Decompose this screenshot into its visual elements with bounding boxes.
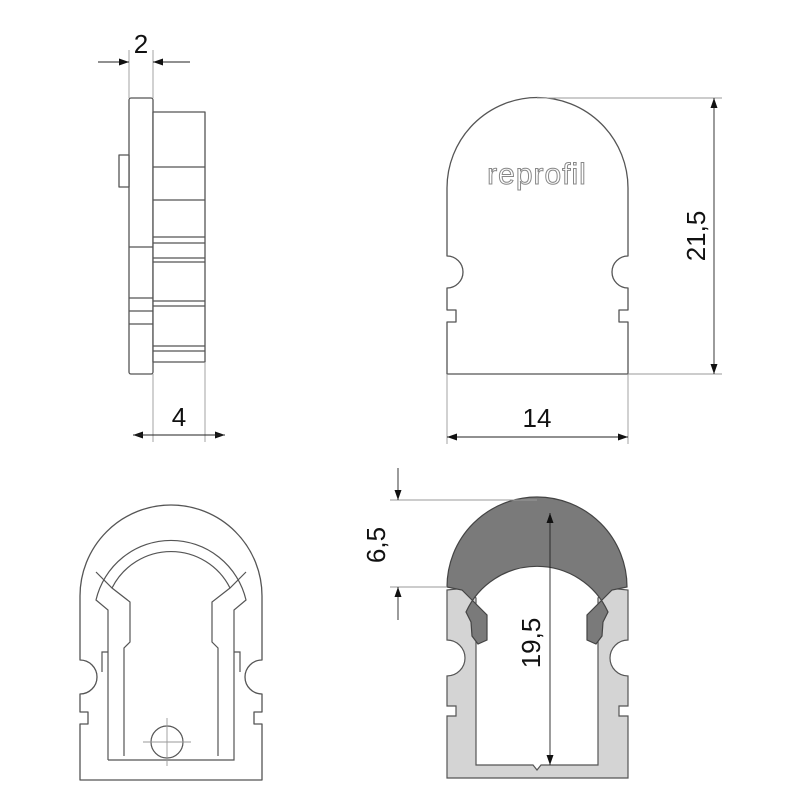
- dimension-label: 21,5: [681, 211, 711, 262]
- dimension-label: 6,5: [361, 527, 391, 563]
- side-tab: [118, 154, 130, 188]
- dimension-4: 4: [133, 362, 225, 442]
- front-cap-outline: [446, 96, 629, 375]
- diffuser-cap: [446, 496, 628, 645]
- dimension-14: 14: [446, 374, 629, 444]
- profile-clip-lines: [95, 550, 247, 756]
- side-fin-lines: [129, 166, 205, 352]
- profile-body: [446, 587, 629, 779]
- profile-outer-outline: [79, 504, 263, 781]
- dimension-label: 14: [523, 403, 552, 433]
- dimension-19-5: 19,5: [516, 513, 554, 765]
- dimension-label: 2: [134, 29, 148, 59]
- reprofil-logo: reprofil: [487, 158, 587, 191]
- dimension-21-5: 21,5: [537, 97, 722, 375]
- front-view: reprofil 21,5 14: [446, 96, 722, 444]
- profile-section-view: 6,5 19,5: [361, 468, 629, 779]
- dimension-6-5: 6,5: [361, 468, 537, 620]
- side-view: 2 4: [98, 29, 225, 442]
- side-plate: [128, 97, 154, 375]
- dimension-label: 19,5: [516, 618, 546, 669]
- profile-outline-view: [79, 504, 263, 781]
- dimension-label: 4: [172, 402, 186, 432]
- dimension-2: 2: [98, 29, 190, 98]
